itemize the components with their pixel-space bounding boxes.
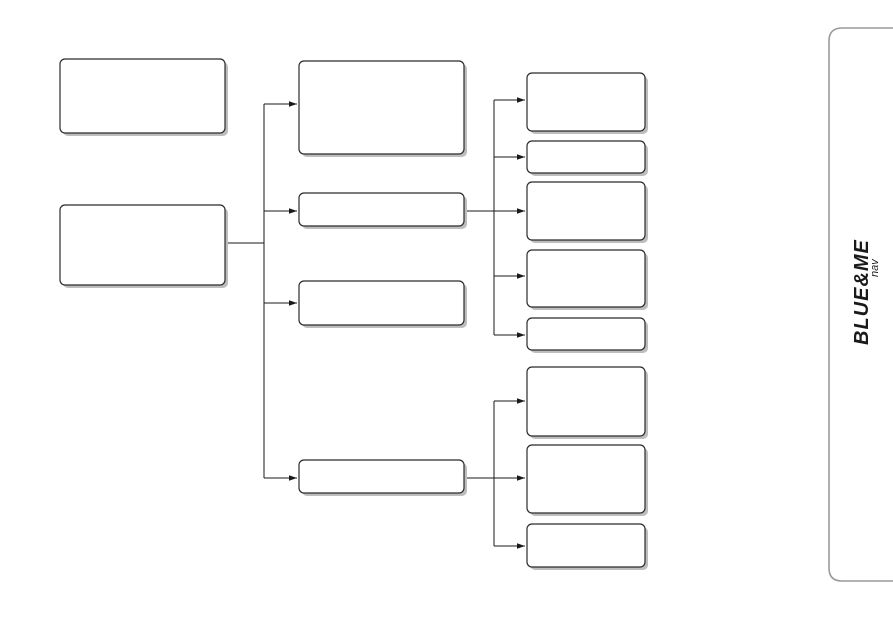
box-level2-b5 [526,317,648,353]
box-root-top [59,58,228,136]
box-level2-d2 [526,444,648,516]
box-level2-d1 [526,366,648,439]
box-level2-d3 [526,523,648,570]
box-root-main [59,204,228,288]
brand-logo: BLUE&ME nav [851,239,881,345]
logo-main-text: BLUE&ME [851,239,873,345]
box-level2-b3 [526,181,648,243]
box-level2-b4 [526,249,648,310]
side-tab-frame [828,27,893,582]
logo-sub-text: nav [869,258,881,277]
connectors-level2-d [463,398,525,549]
connectors-level1 [226,101,297,481]
box-level1-d [298,459,467,496]
connectors-level2-b [463,97,525,338]
box-level1-a [298,60,467,157]
box-level1-c [298,280,467,328]
box-level2-b1 [526,72,648,134]
box-level1-b [298,192,467,229]
box-level2-b2 [526,140,648,176]
